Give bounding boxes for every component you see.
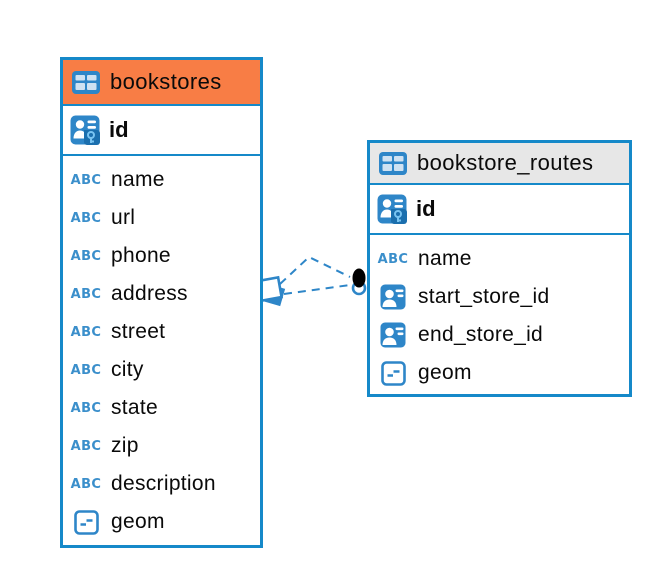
- text-type-icon: ABC: [70, 362, 102, 378]
- field-row-end-store-id[interactable]: end_store_id: [370, 316, 629, 354]
- field-row-start-store-id[interactable]: start_store_id: [370, 278, 629, 316]
- text-type-icon: ABC: [70, 476, 102, 492]
- table-icon: [71, 70, 101, 95]
- field-label: url: [111, 206, 136, 229]
- field-label: zip: [111, 434, 139, 457]
- table-title: bookstores: [110, 69, 222, 94]
- text-type-icon: ABC: [70, 210, 102, 226]
- field-row-name[interactable]: ABC name: [63, 161, 260, 199]
- relationship-line-lower[interactable]: [283, 284, 351, 295]
- field-label: geom: [418, 361, 472, 384]
- field-label: geom: [111, 510, 165, 533]
- geometry-type-icon: [378, 360, 408, 386]
- field-label: start_store_id: [418, 285, 550, 308]
- table-node-bookstores[interactable]: bookstores id ABC name: [60, 57, 263, 548]
- field-label: description: [111, 472, 216, 495]
- field-label: state: [111, 396, 159, 419]
- field-row-street[interactable]: ABC street: [63, 313, 260, 351]
- id-reference-icon: [378, 322, 408, 348]
- field-row-description[interactable]: ABC description: [63, 465, 260, 503]
- field-label: phone: [111, 244, 171, 267]
- table-node-bookstore-routes[interactable]: bookstore_routes id ABC name: [367, 140, 632, 397]
- text-type-icon: ABC: [70, 438, 102, 454]
- primary-key-icon: [377, 194, 407, 224]
- table-title: bookstore_routes: [417, 150, 594, 175]
- field-label: id: [109, 117, 129, 142]
- relationship-line-upper[interactable]: [279, 255, 351, 285]
- field-row-name[interactable]: ABC name: [370, 240, 629, 278]
- field-row-geom[interactable]: geom: [63, 503, 260, 541]
- field-row-address[interactable]: ABC address: [63, 275, 260, 313]
- field-row-id[interactable]: id: [63, 106, 260, 156]
- table-header-bookstore-routes[interactable]: bookstore_routes: [370, 143, 629, 185]
- field-list: ABC name ABC url ABC phone ABC address A…: [63, 156, 260, 541]
- field-row-phone[interactable]: ABC phone: [63, 237, 260, 275]
- geometry-type-icon: [71, 509, 101, 535]
- relationship-target-marker-icon: [351, 268, 367, 296]
- text-type-icon: ABC: [70, 400, 102, 416]
- text-type-icon: ABC: [70, 172, 102, 188]
- field-label: id: [416, 196, 436, 221]
- field-label: end_store_id: [418, 323, 544, 346]
- text-type-icon: ABC: [377, 251, 409, 267]
- id-reference-icon: [378, 284, 408, 310]
- field-row-city[interactable]: ABC city: [63, 351, 260, 389]
- field-row-zip[interactable]: ABC zip: [63, 427, 260, 465]
- field-row-id[interactable]: id: [370, 185, 629, 235]
- text-type-icon: ABC: [70, 248, 102, 264]
- text-type-icon: ABC: [70, 324, 102, 340]
- table-header-bookstores[interactable]: bookstores: [63, 60, 260, 106]
- text-type-icon: ABC: [70, 286, 102, 302]
- field-label: name: [111, 168, 165, 191]
- field-label: city: [111, 358, 144, 381]
- field-row-geom[interactable]: geom: [370, 354, 629, 392]
- field-label: address: [111, 282, 188, 305]
- table-icon: [378, 151, 408, 176]
- primary-key-icon: [70, 115, 100, 145]
- field-list: ABC name start_store_id: [370, 235, 629, 392]
- field-label: street: [111, 320, 166, 343]
- field-label: name: [418, 247, 472, 270]
- field-row-url[interactable]: ABC url: [63, 199, 260, 237]
- field-row-state[interactable]: ABC state: [63, 389, 260, 427]
